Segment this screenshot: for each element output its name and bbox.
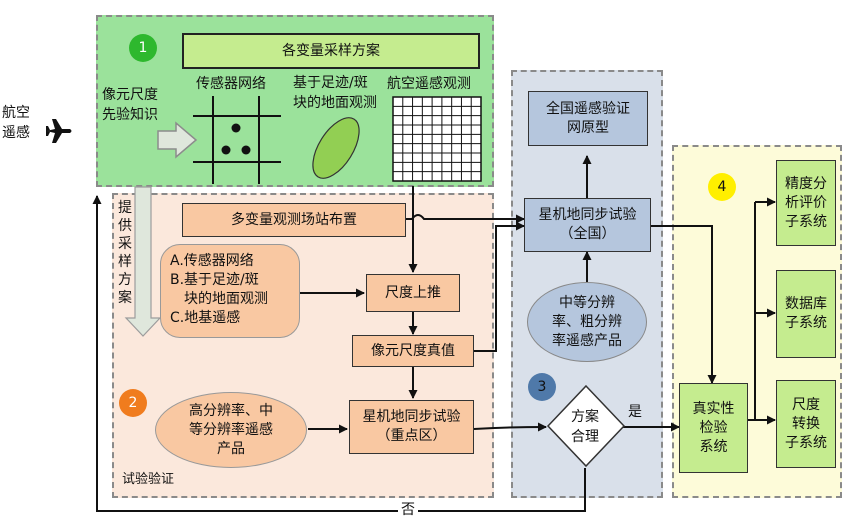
sampling-scheme-title-text: 各变量采样方案 — [282, 42, 380, 59]
methods-box: A.传感器网络 B.基于足迹/斑 块的地面观测 C.地基遥感 — [160, 244, 300, 338]
zone2-number: 2 — [128, 395, 138, 411]
decision-line2: 合理 — [571, 429, 599, 445]
zone3-number: 3 — [537, 379, 547, 395]
zone1-number-badge: 1 — [129, 34, 157, 62]
scale-line1: 尺度 — [792, 396, 820, 413]
pixel-truth-text: 像元尺度真值 — [371, 342, 455, 359]
sampling-scheme-title: 各变量采样方案 — [182, 33, 480, 69]
product-line2: 率、粗分辨 — [552, 313, 622, 330]
scale-subsystem-box: 尺度 转换 子系统 — [776, 380, 836, 468]
raster-grid-icon — [392, 96, 482, 182]
zone4-number-badge: 4 — [708, 173, 736, 201]
product-line3: 率遥感产品 — [552, 332, 622, 349]
yes-label: 是 — [628, 404, 642, 420]
authenticity-line1: 真实性 — [692, 400, 735, 417]
prior-knowledge-line1: 像元尺度 — [102, 87, 158, 103]
authenticity-line2: 检验 — [699, 419, 728, 436]
decision-diamond — [546, 384, 626, 468]
sync-national-box: 星机地同步试验 （全国） — [524, 198, 651, 252]
sensor-network-label: 传感器网络 — [196, 76, 266, 92]
footprint-label-line1: 基于足迹/斑 — [293, 75, 368, 91]
hires-line2: 等分辨率遥感 — [189, 421, 273, 438]
no-label: 否 — [398, 501, 418, 520]
provide-scheme-arrow — [124, 186, 162, 337]
zone3-number-badge: 3 — [528, 373, 556, 401]
authenticity-line3: 系统 — [699, 438, 728, 455]
national-network-line2: 网原型 — [567, 119, 609, 136]
zone2-number-badge: 2 — [119, 389, 147, 417]
method-b: B.基于足迹/斑 — [170, 272, 259, 288]
station-layout-text: 多变量观测场站布置 — [231, 211, 357, 228]
airplane-icon — [46, 119, 72, 143]
airborne-obs-label: 航空遥感观测 — [387, 76, 471, 92]
database-subsystem-box: 数据库 子系统 — [776, 270, 836, 358]
hires-products-ellipse: 高分辨率、中 等分辨率遥感 产品 — [155, 392, 307, 468]
zone1-number: 1 — [138, 40, 148, 56]
sync-key-line2: （重点区） — [376, 428, 447, 444]
national-network-line1: 全国遥感验证 — [546, 100, 630, 117]
method-c: C.地基遥感 — [170, 310, 241, 326]
scale-line3: 子系统 — [785, 434, 827, 451]
station-layout-box: 多变量观测场站布置 — [182, 203, 406, 237]
method-a: A.传感器网络 — [170, 253, 254, 269]
accuracy-subsystem-box: 精度分 析评价 子系统 — [776, 160, 836, 246]
footprint-label-line2: 块的地面观测 — [293, 95, 377, 111]
zone4-number: 4 — [717, 179, 727, 195]
prior-arrow — [157, 121, 198, 159]
sensor-grid-icon — [193, 96, 281, 184]
airborne-label-line2: 遥感 — [2, 125, 30, 141]
upscale-text: 尺度上推 — [385, 284, 441, 301]
ellipse-plot-icon — [312, 117, 360, 179]
accuracy-line2: 析评价 — [785, 194, 827, 211]
upscale-box: 尺度上推 — [366, 274, 460, 312]
method-b-cont: 块的地面观测 — [170, 291, 268, 307]
accuracy-line1: 精度分 — [785, 175, 827, 192]
sync-national-line1: 星机地同步试验 — [538, 207, 637, 223]
prior-knowledge-line2: 先验知识 — [102, 107, 158, 123]
sync-key-line1: 星机地同步试验 — [362, 409, 461, 425]
pixel-truth-box: 像元尺度真值 — [352, 335, 474, 367]
decision-line1: 方案 — [571, 409, 599, 425]
accuracy-line3: 子系统 — [785, 213, 827, 230]
experiment-validation-label: 试验验证 — [122, 472, 175, 487]
sync-national-line2: （全国） — [559, 226, 616, 242]
product-line1: 中等分辨 — [559, 294, 615, 311]
airborne-label-line1: 航空 — [2, 105, 30, 121]
product-ellipse: 中等分辨 率、粗分辨 率遥感产品 — [527, 282, 647, 362]
hires-line3: 产品 — [217, 440, 245, 457]
national-network-box: 全国遥感验证 网原型 — [528, 91, 648, 146]
scale-line2: 转换 — [792, 415, 820, 432]
database-line2: 子系统 — [785, 315, 827, 331]
sync-key-box: 星机地同步试验 （重点区） — [349, 400, 474, 454]
authenticity-system-box: 真实性 检验 系统 — [679, 383, 748, 473]
hires-line1: 高分辨率、中 — [189, 402, 273, 419]
provide-scheme-label: 提供采样方案 — [118, 200, 132, 306]
database-line1: 数据库 — [785, 296, 827, 312]
